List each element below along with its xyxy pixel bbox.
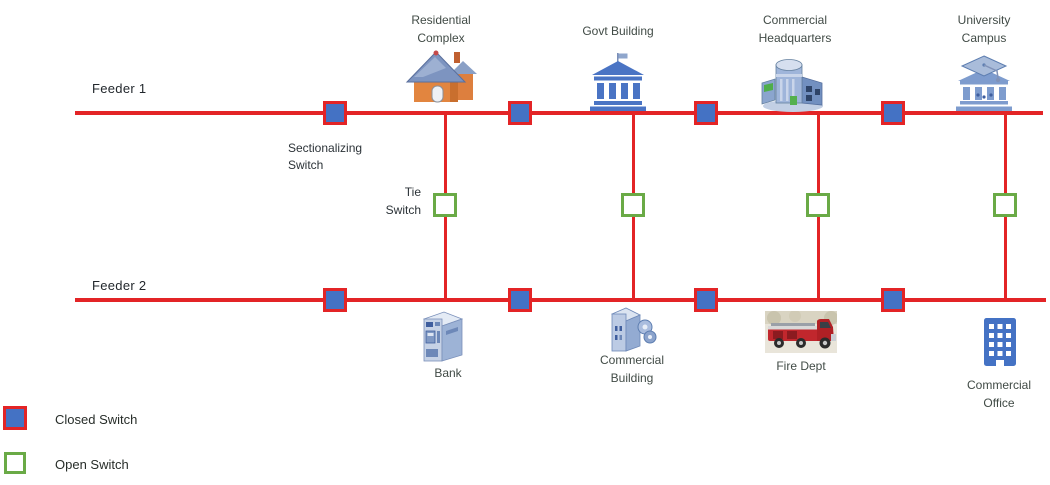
commercial-headquarters-label: Commercial Headquarters	[758, 13, 832, 45]
closed-switch-f2-2	[508, 288, 532, 312]
commercial-headquarters-icon	[760, 53, 826, 113]
closed-switch-f1-3	[694, 101, 718, 125]
open-tie-switch-1	[433, 193, 457, 217]
residential-complex-label: Residential Complex	[411, 13, 471, 45]
sectionalizing-switch-label: Sectionalizing Switch	[288, 141, 363, 172]
fire-dept-icon	[765, 311, 837, 353]
govt-building-icon	[587, 51, 649, 111]
commercial-building-icon	[602, 304, 658, 356]
feeder2-line	[75, 298, 1046, 302]
bank-label: Bank	[434, 366, 462, 380]
govt-building-label: Govt Building	[582, 24, 654, 38]
feeder1-line	[75, 111, 1043, 115]
feeder2-label: Feeder 2	[92, 278, 147, 293]
closed-switch-f2-1	[323, 288, 347, 312]
commercial-office-label: Commercial Office	[966, 378, 1032, 410]
commercial-building-label: Commercial Building	[599, 353, 665, 385]
residential-complex-icon	[405, 44, 477, 108]
closed-switch-f1-4	[881, 101, 905, 125]
legend-closed-switch-swatch	[3, 406, 27, 430]
tie-switch-label: Tie Switch	[385, 185, 421, 217]
university-campus-icon	[952, 53, 1016, 111]
legend-open-switch-label: Open Switch	[55, 457, 129, 472]
open-tie-switch-3	[806, 193, 830, 217]
bank-icon	[421, 307, 465, 365]
closed-switch-f1-2	[508, 101, 532, 125]
open-tie-switch-4	[993, 193, 1017, 217]
legend-open-switch-swatch	[4, 452, 26, 474]
closed-switch-f1-1	[323, 101, 347, 125]
legend-closed-switch-label: Closed Switch	[55, 412, 138, 427]
feeder1-label: Feeder 1	[92, 81, 147, 96]
closed-switch-f2-3	[694, 288, 718, 312]
open-tie-switch-2	[621, 193, 645, 217]
fire-dept-label: Fire Dept	[776, 359, 826, 373]
closed-switch-f2-4	[881, 288, 905, 312]
university-campus-label: University Campus	[957, 13, 1011, 45]
commercial-office-icon	[981, 316, 1019, 370]
